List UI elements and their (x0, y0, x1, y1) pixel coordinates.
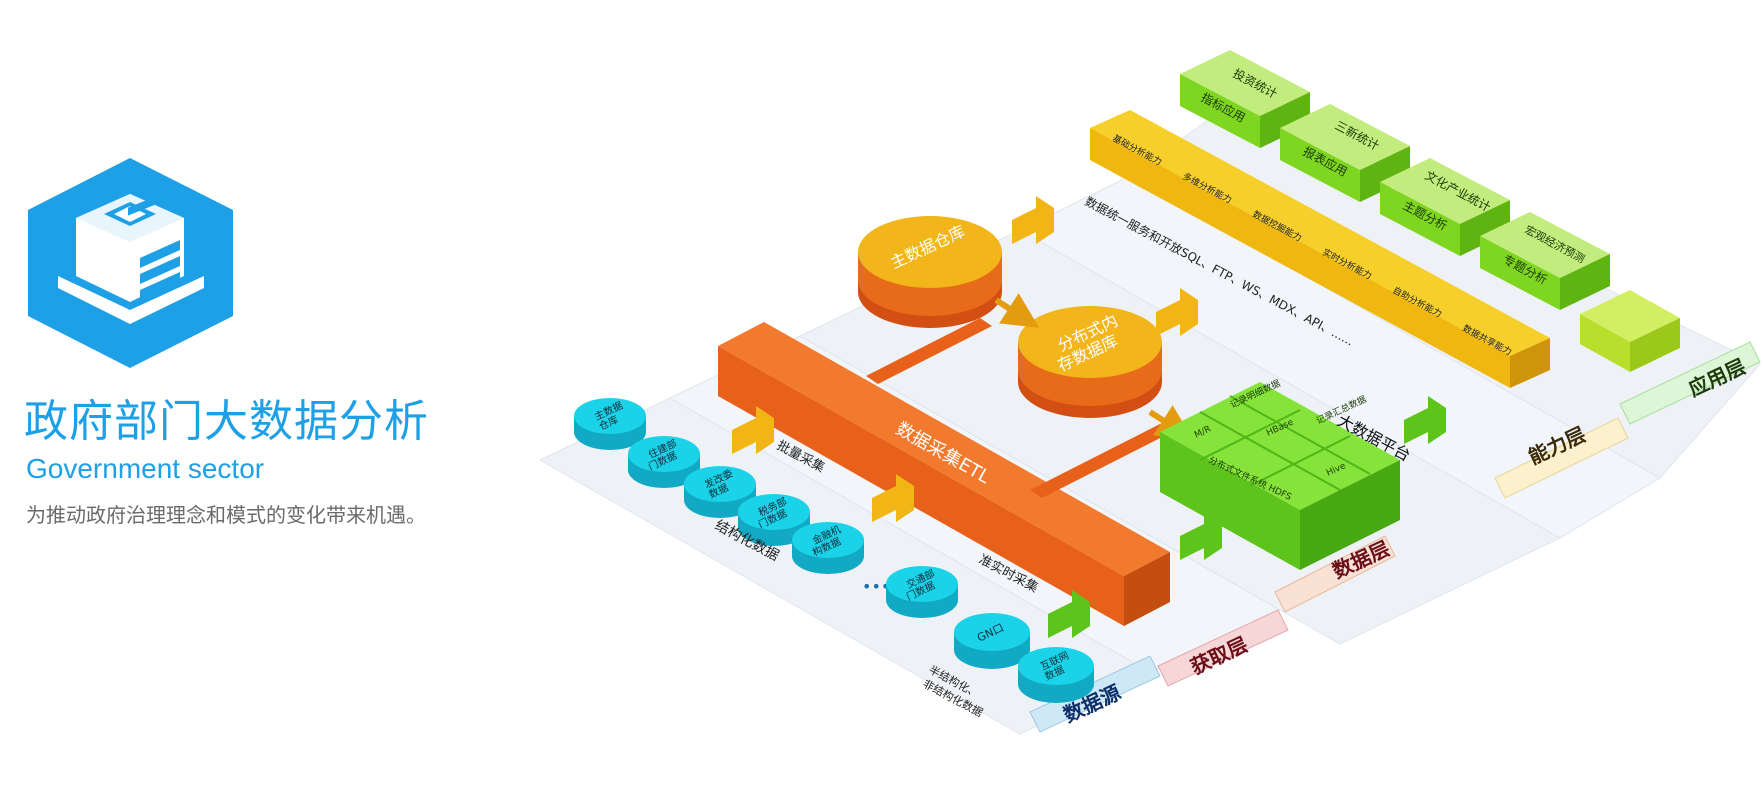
page-subtitle: Government sector (26, 453, 265, 484)
up-arrow-icon (732, 406, 774, 454)
etl-bar: 数据采集ETL (718, 322, 1170, 626)
etl-connector-warehouse (866, 318, 992, 384)
up-arrow-icon (1180, 512, 1222, 560)
source-main-warehouse-cylinder: 主数据 仓库 (574, 398, 646, 450)
app-blank-block (1580, 290, 1680, 372)
source-gn-interface-cylinder: GN口 (954, 613, 1030, 669)
master-warehouse-disk: 主数据仓库 (858, 216, 1002, 328)
capability-data-sharing: 数据共享能力 (1440, 300, 1550, 388)
source-transport-cylinder: 交通部 门数据 (886, 566, 958, 618)
page-description: 为推动政府治理理念和模式的变化带来机遇。 (26, 503, 426, 527)
source-housing-dept-cylinder: 住建部 门数据 (628, 436, 700, 488)
source-financial-cylinder: 金融机 构数据 (792, 522, 864, 574)
source-tax-dept-cylinder: 税务部 门数据 (738, 494, 810, 546)
page-title: 政府部门大数据分析 (24, 396, 429, 447)
db-link-arrow (994, 293, 1040, 328)
big-data-platform: 记录明细数据 M/R HBase 记录汇总数据 Hive 分布式文件系统 HDF… (1160, 377, 1400, 570)
source-internet-cylinder: 互联网 数据 (1018, 647, 1094, 703)
up-arrow-icon (1012, 196, 1054, 244)
up-arrow-icon (872, 474, 914, 522)
source-ellipsis: ••• (862, 577, 890, 596)
up-arrow-icon (1156, 288, 1198, 336)
source-cylinders: 主数据 仓库 住建部 门数据 发改委 数据 税务部 门数据 金融机 构数据 ••… (574, 398, 1094, 703)
up-arrow-icon (1048, 590, 1090, 638)
up-arrow-icon (1404, 396, 1446, 444)
application-blocks: 投资统计 指标应用 三新统计 报表应用 文化产业统计 主题分析 宏观经济预测 专… (1180, 50, 1680, 372)
etl-connector-platform (1030, 424, 1172, 498)
capability-blocks: 基础分析能力 多维分析能力 数据挖掘能力 实时分析能力 自助分析能力 (1090, 110, 1550, 388)
source-ndrc-cylinder: 发改委 数据 (684, 466, 756, 518)
brand-logo-icon (28, 158, 233, 368)
app-cultural-industry-stats: 文化产业统计 主题分析 (1380, 158, 1510, 256)
distributed-memory-db-disk: 分布式内 存数据库 (1018, 306, 1162, 418)
